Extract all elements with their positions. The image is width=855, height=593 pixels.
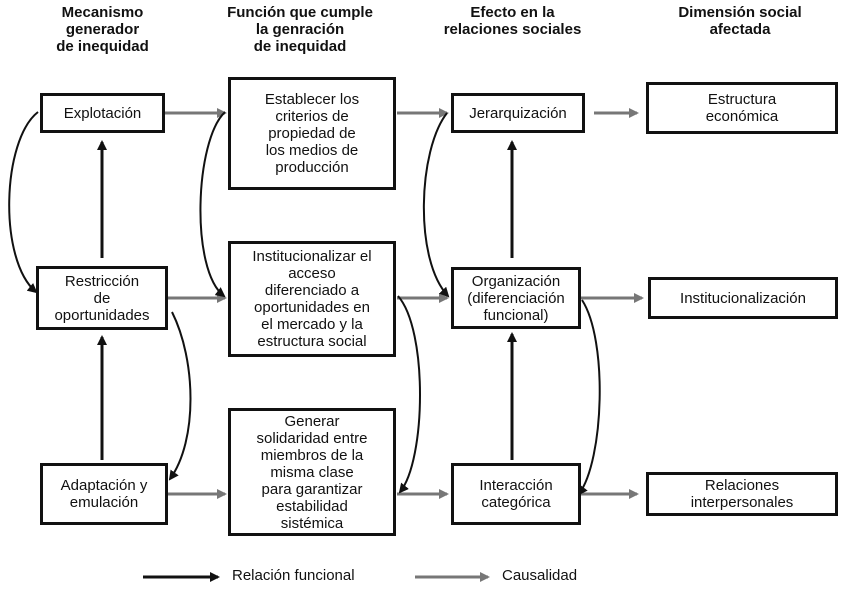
box-estructura-label: Estructura económica <box>705 91 779 125</box>
curve-institucionalizar-generar <box>397 295 421 494</box>
curve-explotacion-restriccion <box>8 111 39 294</box>
box-explotacion-label: Explotación <box>63 104 142 122</box>
box-establecer-label: Establecer los criterios de propiedad de… <box>264 91 360 176</box>
box-estructura: Estructura económica <box>646 82 838 134</box>
box-generar: Generar solidaridad entre miembros de la… <box>228 408 396 536</box>
header-effect: Efecto en la relaciones sociales <box>443 4 582 38</box>
curve-restriccion-adaptacion <box>168 311 192 481</box>
box-jerarquizacion-label: Jerarquización <box>469 104 567 122</box>
curve-jerarquizacion-organizacion <box>422 112 450 298</box>
box-institucionalizar-label: Institucionalizar el acceso diferenciado… <box>252 248 372 350</box>
box-adaptacion-label: Adaptación y emulación <box>60 477 148 511</box>
box-interaccion-label: Interacción categórica <box>479 477 553 511</box>
box-institucionalizacion: Institucionalización <box>648 277 838 319</box>
box-generar-label: Generar solidaridad entre miembros de la… <box>256 412 368 532</box>
header-function: Función que cumple la genración de inequ… <box>227 4 373 55</box>
box-restriccion: Restricción de oportunidades <box>36 266 168 330</box>
header-mechanism: Mecanismo generador de inequidad <box>56 4 149 55</box>
box-interaccion: Interacción categórica <box>451 463 581 525</box>
box-organizacion-label: Organización (diferenciación funcional) <box>467 272 565 324</box>
legend-functional-label: Relación funcional <box>232 567 355 584</box>
box-relaciones: Relaciones interpersonales <box>646 472 838 516</box>
legend-causal-label: Causalidad <box>502 567 578 584</box>
curve-establecer-institucionalizar <box>199 111 226 298</box>
box-organizacion: Organización (diferenciación funcional) <box>451 267 581 329</box>
curve-organizacion-interaccion <box>577 299 601 496</box>
box-institucionalizar: Institucionalizar el acceso diferenciado… <box>228 241 396 357</box>
box-restriccion-label: Restricción de oportunidades <box>54 272 150 324</box>
box-institucionalizacion-label: Institucionalización <box>680 289 806 307</box>
box-relaciones-label: Relaciones interpersonales <box>690 477 794 511</box>
box-jerarquizacion: Jerarquización <box>451 93 585 133</box>
box-establecer: Establecer los criterios de propiedad de… <box>228 77 396 190</box>
box-adaptacion: Adaptación y emulación <box>40 463 168 525</box>
header-dimension: Dimensión social afectada <box>678 4 802 38</box>
box-explotacion: Explotación <box>40 93 165 133</box>
